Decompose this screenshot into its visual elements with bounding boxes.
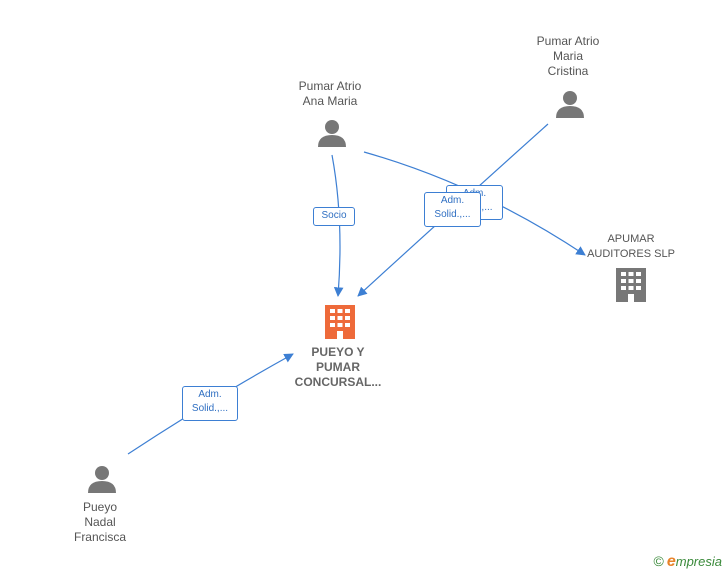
node-label-line: Cristina: [547, 64, 589, 78]
building-icon[interactable]: [325, 305, 355, 339]
person-icon[interactable]: [88, 466, 116, 493]
node-label-line: Pueyo: [82, 500, 118, 514]
brand-watermark: ©empresia: [654, 553, 722, 571]
brand-name: mpresia: [675, 554, 722, 569]
node-label-pumar-maria[interactable]: Pumar Atrio Maria Cristina: [518, 34, 618, 79]
node-label-line: Maria: [552, 49, 583, 63]
edge-label-socio[interactable]: Socio: [313, 207, 355, 226]
edge-label-line: Adm.: [198, 389, 222, 400]
edge-label-line: Socio: [321, 210, 347, 221]
building-icon[interactable]: [616, 268, 646, 302]
node-label-line: Ana Maria: [302, 94, 358, 108]
node-label-pueyo-pumar[interactable]: PUEYO Y PUMAR CONCURSAL...: [278, 345, 398, 390]
node-label-line: CONCURSAL...: [294, 375, 382, 389]
node-label-line: PUEYO Y: [311, 345, 365, 359]
node-label-line: PUMAR: [316, 360, 360, 374]
edge-label-adm-front[interactable]: Adm. Solid.,...: [424, 192, 481, 227]
node-label-line: Nadal: [84, 515, 116, 529]
node-label-apumar[interactable]: APUMAR AUDITORES SLP: [566, 232, 696, 262]
copyright-symbol: ©: [653, 553, 664, 569]
node-label-line: APUMAR: [607, 233, 655, 245]
node-label-line: Pumar Atrio: [298, 79, 362, 93]
edge-label-adm-bottom[interactable]: Adm. Solid.,...: [182, 386, 238, 421]
node-label-line: Pumar Atrio: [536, 34, 600, 48]
node-label-line: Francisca: [73, 530, 126, 544]
person-icon[interactable]: [556, 91, 584, 118]
edge-label-line: Solid.,...: [191, 403, 229, 414]
brand-logo-e: e: [666, 553, 676, 570]
person-icon[interactable]: [318, 120, 346, 147]
edge-label-line: Solid.,...: [434, 209, 471, 220]
edge-label-line: Adm.: [440, 195, 465, 206]
node-label-pueyo-nadal[interactable]: Pueyo Nadal Francisca: [50, 500, 150, 545]
node-label-pumar-ana[interactable]: Pumar Atrio Ana Maria: [280, 79, 380, 109]
node-label-line: AUDITORES SLP: [587, 248, 675, 260]
